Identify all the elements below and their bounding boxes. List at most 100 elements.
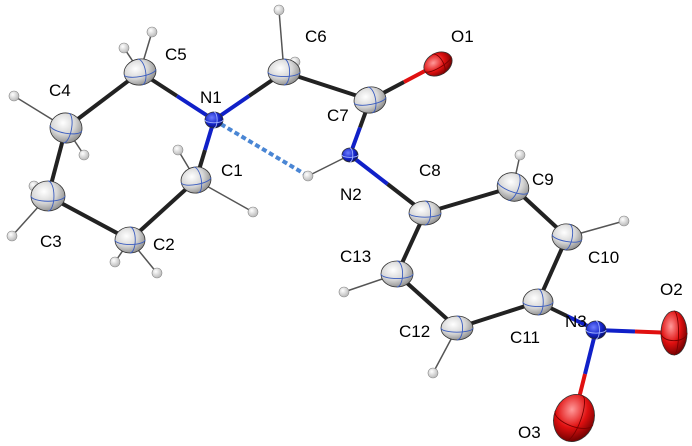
ellipsoid-C3: [30, 180, 66, 212]
ellipsoid-C6: [267, 58, 301, 86]
atom-H2b: [151, 267, 163, 279]
label-C3: C3: [40, 232, 62, 251]
principal-ellipse-O1: [424, 56, 452, 73]
atom-H1b: [172, 144, 184, 156]
atom-H2: [302, 170, 314, 182]
atom-H1a: [247, 206, 259, 218]
ellipsoid-C4: [49, 112, 83, 144]
principal-ellipse-b-C12: [456, 315, 464, 341]
label-C6: C6: [305, 27, 327, 46]
label-C12: C12: [399, 322, 430, 341]
atom-H10: [618, 215, 630, 227]
principal-ellipse-b-C6: [283, 58, 291, 86]
atom-N2: [341, 147, 359, 163]
atom-C7: [353, 86, 387, 114]
principal-ellipse-b-C10: [564, 223, 574, 251]
heavy-atoms-layer: [30, 51, 688, 442]
label-C13: C13: [340, 247, 371, 266]
atom-C12: [440, 315, 474, 341]
ellipsoid-O3: [553, 394, 595, 442]
label-N2: N2: [340, 185, 362, 204]
principal-ellipse-b-O2: [673, 310, 679, 356]
ellipsoid-C12: [440, 315, 474, 341]
ellipsoid-C2: [114, 226, 146, 254]
principal-ellipse-C5: [123, 69, 157, 78]
label-C9: C9: [532, 170, 554, 189]
atom-C2: [114, 226, 146, 254]
bonds-layer: [11, 9, 675, 419]
ellipsoid-C13: [380, 260, 414, 288]
atom-C6: [267, 58, 301, 86]
principal-ellipse-C12: [440, 327, 474, 333]
atom-H5b: [118, 42, 130, 54]
principal-ellipse-O3: [554, 411, 594, 429]
atom-H4a: [8, 90, 20, 102]
label-N3: N3: [565, 312, 587, 331]
principal-ellipse-b-C11: [537, 288, 544, 316]
principal-ellipse-N3: [585, 329, 607, 334]
atom-C9: [496, 172, 530, 202]
atom-C4: [49, 112, 83, 144]
principal-ellipse-C3: [30, 195, 66, 202]
ellipsoid-O1: [423, 51, 453, 77]
ellipsoid-C11: [522, 288, 554, 316]
principal-ellipse-C11: [522, 301, 554, 307]
hydrogen-bond-layer: [212, 118, 310, 178]
label-C5: C5: [165, 45, 187, 64]
principal-ellipse-C6: [267, 71, 301, 77]
atom-H5a: [146, 26, 158, 38]
ellipsoid-O2: [660, 310, 688, 356]
atom-labels-layer: O1 C6 C5 N1 C4 C7 C1 N2 C8 C9 C3 C2 C13 …: [40, 27, 683, 442]
atom-C1: [180, 166, 212, 194]
atom-H13: [338, 286, 350, 298]
hydrogen-atoms-layer: [6, 4, 630, 379]
label-O3: O3: [518, 423, 541, 442]
atom-C8: [408, 200, 442, 226]
label-O2: O2: [660, 280, 683, 299]
principal-ellipse-b-C5: [137, 58, 147, 86]
atom-H12: [427, 367, 439, 379]
ellipsoid-N1: [204, 111, 224, 129]
atom-C3: [30, 180, 66, 212]
label-C11: C11: [510, 328, 540, 347]
atom-C13: [380, 260, 414, 288]
atom-C10: [551, 223, 583, 251]
ellipsoid-N2: [341, 147, 359, 163]
hydrogen-bond-N1-H2: [212, 118, 310, 178]
atom-N1: [204, 111, 224, 129]
principal-ellipse-C10: [551, 234, 583, 243]
principal-ellipse-C8: [408, 212, 442, 218]
atom-H3a: [6, 230, 18, 242]
label-C2: C2: [153, 235, 175, 254]
principal-ellipse-b-C9: [508, 173, 521, 201]
principal-ellipse-b-C1: [193, 166, 203, 194]
atom-H6a: [273, 4, 285, 16]
atom-C5: [123, 58, 157, 86]
label-C8: C8: [419, 161, 441, 180]
atom-O1: [423, 51, 453, 77]
principal-ellipse-O2: [660, 332, 688, 342]
atom-H2a: [109, 256, 121, 268]
principal-ellipse-C2: [114, 239, 146, 245]
label-C7: C7: [327, 106, 349, 125]
principal-ellipse-C9: [497, 181, 529, 195]
principal-ellipse-N2: [341, 154, 359, 158]
atom-O3: [553, 394, 595, 442]
principal-ellipse-C7: [353, 97, 387, 106]
principal-ellipse-b-C2: [129, 226, 136, 254]
principal-ellipse-b-C7: [367, 86, 377, 114]
atom-C11: [522, 288, 554, 316]
principal-ellipse-b-O1: [432, 53, 446, 74]
principal-ellipse-b-O3: [565, 395, 585, 442]
principal-ellipse-C13: [380, 273, 414, 279]
principal-ellipse-C4: [49, 125, 83, 135]
principal-ellipse-C1: [180, 177, 212, 186]
label-C10: C10: [588, 248, 619, 267]
atom-O2: [660, 310, 688, 356]
principal-ellipse-b-N2: [349, 147, 354, 163]
atom-N3: [585, 320, 607, 340]
atom-H4b: [78, 149, 90, 161]
label-C1: C1: [221, 161, 243, 180]
